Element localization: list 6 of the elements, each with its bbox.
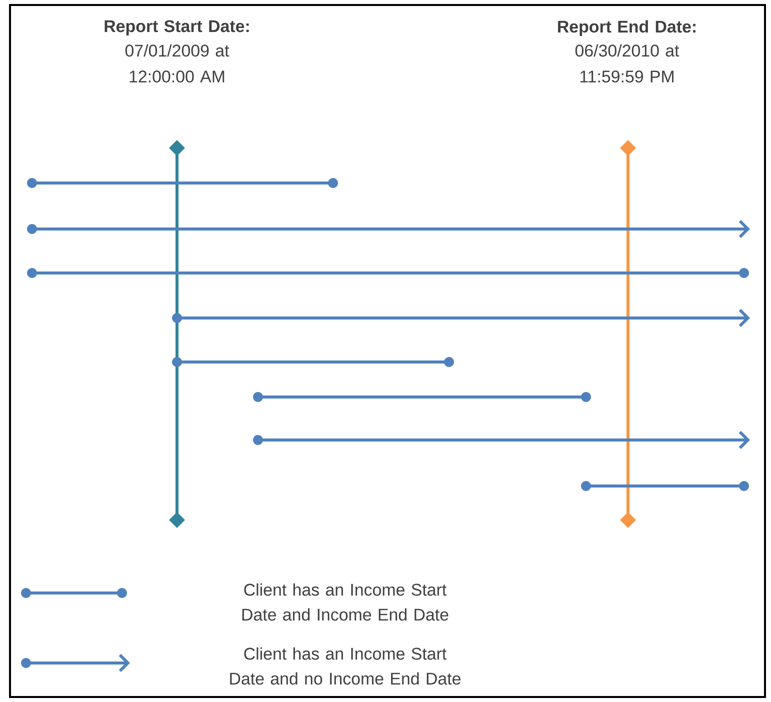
date-heading: Report Start Date: xyxy=(104,20,249,36)
date-value: 06/30/2010 at 11:59:59 PM xyxy=(575,44,680,83)
date-heading: Report End Date: xyxy=(558,20,696,36)
legend-text: Client has an Income Start Date and no Income End Date xyxy=(230,647,460,685)
legend-text: Client has an Income Start Date and Income End Date xyxy=(242,583,448,621)
date-value: 07/01/2009 at 12:00:00 AM xyxy=(125,44,230,83)
